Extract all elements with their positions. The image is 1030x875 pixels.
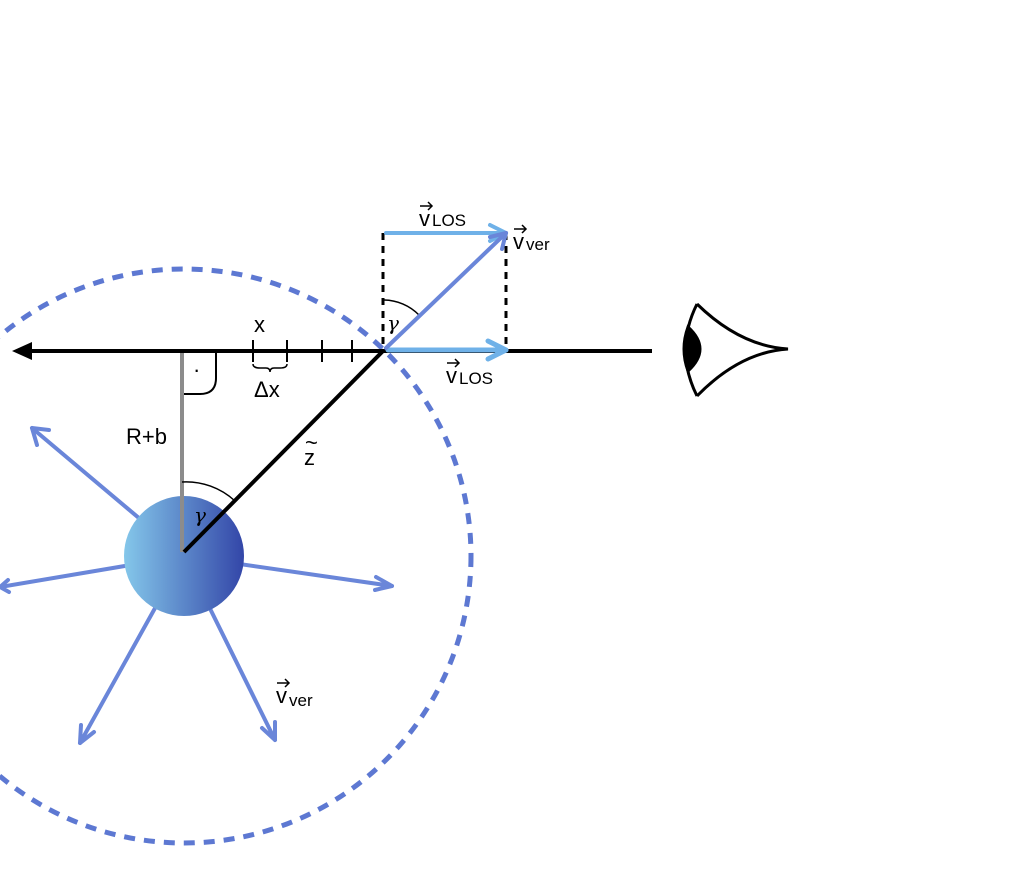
v-ver-arrow-diagonal xyxy=(384,231,508,350)
label-gamma-center: γ xyxy=(194,503,206,527)
label-z: z xyxy=(304,445,315,470)
gamma-arc-top xyxy=(383,299,420,316)
central-sphere xyxy=(124,496,244,616)
svg-text:ver: ver xyxy=(289,691,313,710)
svg-text:LOS: LOS xyxy=(432,211,466,230)
svg-text:LOS: LOS xyxy=(459,369,493,388)
right-angle-dot: · xyxy=(193,357,200,382)
eye-icon xyxy=(682,302,789,398)
svg-text:v: v xyxy=(276,683,287,708)
svg-text:ver: ver xyxy=(526,235,550,254)
dashed-shell-circle xyxy=(0,266,474,846)
label-delta-x: Δx xyxy=(254,377,280,402)
v-los-arrow-bottom xyxy=(385,338,509,362)
label-v-ver-top: v ver xyxy=(513,224,550,254)
right-angle-marker xyxy=(184,350,217,395)
gamma-arc-center xyxy=(181,481,236,502)
svg-text:v: v xyxy=(419,206,430,231)
label-v-ver-bottom: v ver xyxy=(276,678,313,710)
label-v-los-bottom: v LOS xyxy=(446,358,493,388)
los-ticks xyxy=(252,340,353,362)
z-line xyxy=(182,348,386,554)
label-gamma-top: γ xyxy=(387,311,399,335)
label-radius: R+b xyxy=(126,424,167,449)
delta-x-brace xyxy=(252,363,288,373)
svg-text:v: v xyxy=(446,363,457,388)
line-of-sight-axis xyxy=(12,342,652,360)
label-x: x xyxy=(254,312,265,337)
label-z-tilde: ~ xyxy=(305,430,318,455)
label-v-los-top: v LOS xyxy=(419,201,466,231)
svg-text:v: v xyxy=(513,229,524,254)
